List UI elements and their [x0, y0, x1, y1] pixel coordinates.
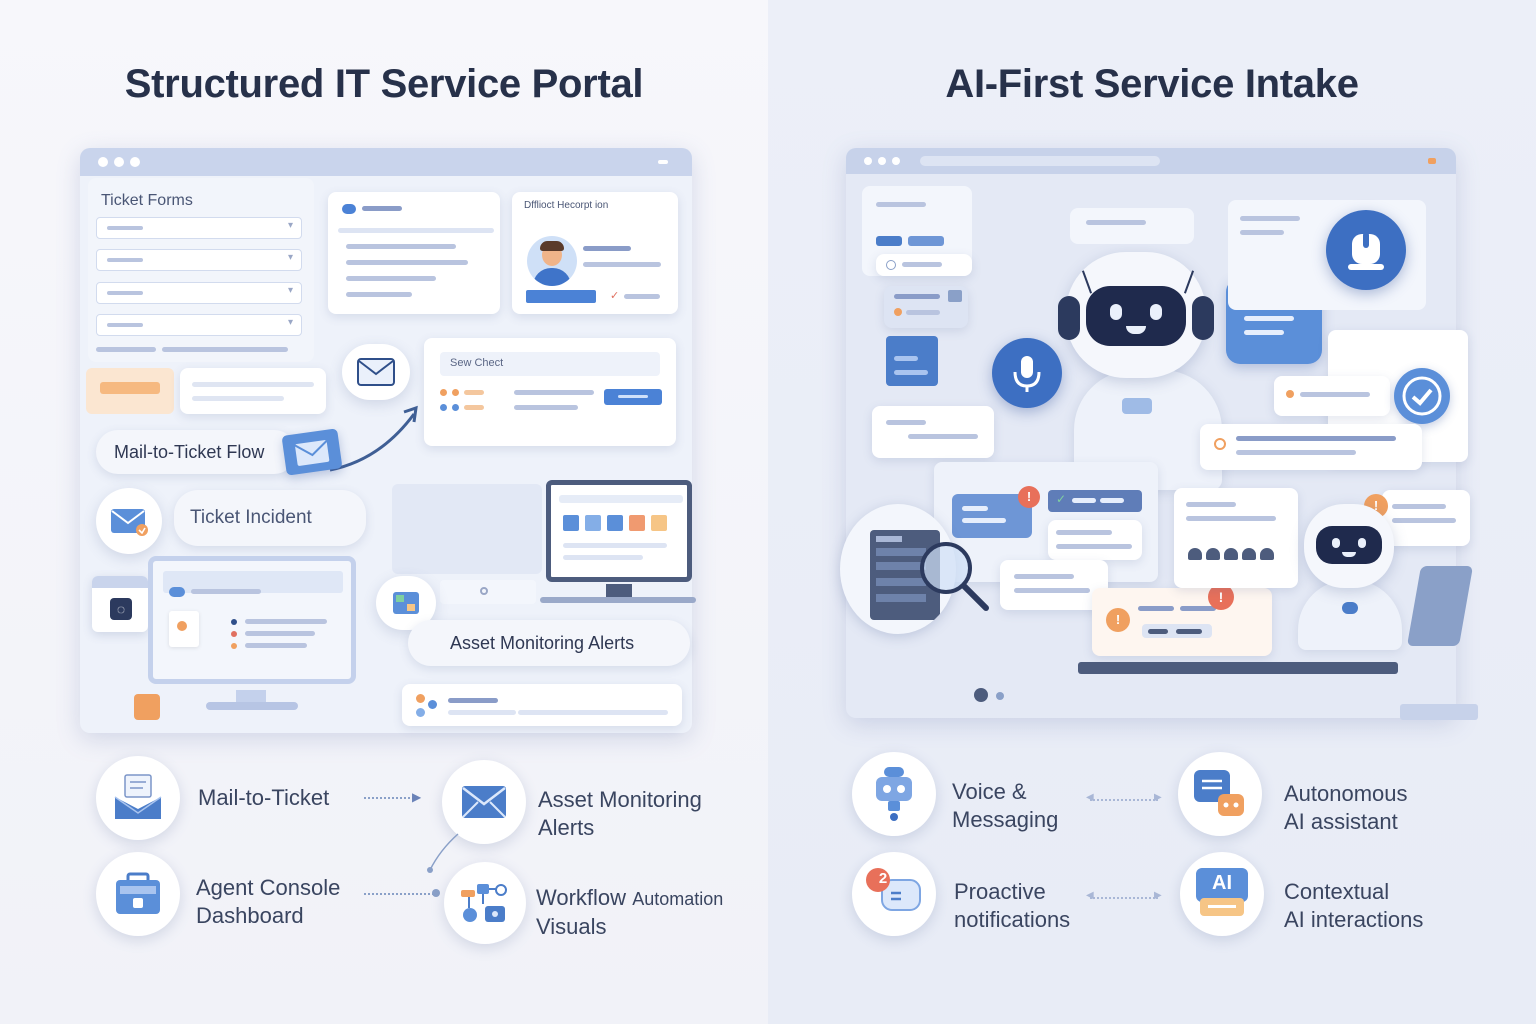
search-field[interactable] [180, 368, 326, 414]
form-select-4[interactable]: ▾ [96, 314, 302, 336]
feature-voice-messaging: Voice & Messaging [952, 779, 1059, 832]
left-title: Structured IT Service Portal [124, 62, 644, 106]
mail-to-ticket-flow-pill[interactable]: Mail-to-Ticket Flow [96, 430, 296, 474]
note-chip [86, 368, 174, 414]
orange-folder-icon [134, 694, 160, 720]
chevron-down-icon: ▾ [287, 252, 293, 263]
proactive-alert-card: ! [1092, 588, 1272, 656]
voice-robot-icon [876, 767, 912, 821]
briefcase-icon [116, 872, 160, 914]
feature-autonomous-ai-assistant: Autonomous AI assistant [1284, 781, 1408, 834]
alert-badge-1: ! [1018, 486, 1040, 508]
envelope-icon [462, 786, 506, 818]
right-title: AI-First Service Intake [945, 62, 1359, 106]
ticket-incident-pill[interactable]: Ticket Incident [174, 490, 366, 546]
alert-badge-3: ! [1208, 584, 1234, 610]
voice-messaging-feature-icon [852, 752, 936, 836]
feature-mail-to-ticket: Mail-to-Ticket [198, 785, 330, 810]
microphone-icon [1013, 356, 1041, 392]
proactive-notifications-feature-icon: 2 [852, 852, 936, 936]
asset-grid-icon [393, 592, 419, 614]
workflow-icon [461, 884, 507, 922]
asset-alerts-feature-icon [442, 760, 526, 844]
notification-count-badge: 2 [878, 870, 888, 887]
check-icon: ✓ [610, 290, 620, 302]
asset-monitoring-alerts-pill[interactable]: Asset Monitoring Alerts [408, 620, 690, 666]
asset-alerts-label: Asset Monitoring Alerts [450, 632, 635, 653]
arrow-right-icon: ▶ [412, 790, 422, 804]
chat-bubbles-icon [1194, 770, 1244, 816]
assistant-robot-body [1298, 580, 1402, 650]
feature-asset-monitoring-alerts: Asset Monitoring Alerts [538, 787, 702, 840]
mail-flow-label: Mail-to-Ticket Flow [114, 441, 265, 462]
send-button[interactable] [604, 389, 662, 405]
app-window-icon: ◌ [92, 576, 148, 632]
browser-title-bar [80, 148, 692, 176]
dotted-connector [364, 797, 414, 799]
mail-flow-envelope-icon [281, 428, 343, 476]
envelope-icon [111, 509, 148, 536]
magnifier-icon [920, 542, 989, 611]
check-circle-icon [1394, 368, 1450, 424]
ai-robot-head [1066, 252, 1206, 378]
assistant-robot-head [1304, 504, 1394, 588]
workflow-feature-icon [444, 862, 526, 944]
dotted-connector [1090, 799, 1158, 801]
agent-monitor [148, 556, 356, 684]
microphone-button[interactable] [992, 338, 1062, 408]
ticket-list-card [328, 192, 500, 314]
curved-connector [427, 833, 459, 873]
headset-icon [1058, 296, 1080, 340]
structured-portal-panel: Structured IT Service Portal Ticket Form… [0, 0, 768, 1024]
feature-contextual-ai-interactions: Contextual AI interactions [1284, 879, 1424, 932]
envelope-icon [357, 358, 395, 386]
envelope-bubble [342, 344, 410, 400]
agent-console-feature-icon [96, 852, 180, 936]
chevron-down-icon: ▾ [287, 220, 293, 231]
alert-badge-2: ! [1106, 608, 1130, 632]
inbox-tray-icon [114, 774, 162, 819]
ticket-incident-icon [96, 488, 162, 554]
status-strip [402, 684, 682, 726]
dotted-connector [364, 893, 434, 895]
feature-agent-console-dashboard: Agent Console Dashboard [196, 875, 341, 928]
ai-first-panel: AI-First Service Intake [768, 0, 1536, 1024]
feature-proactive-notifications: Proactive notifications [954, 879, 1071, 932]
profile-action-button[interactable] [526, 290, 596, 303]
dashboard-monitor [546, 480, 692, 582]
form-select-3[interactable]: ▾ [96, 282, 302, 304]
contextual-ai-feature-icon: AI [1180, 852, 1264, 936]
bell-icon [1348, 232, 1384, 270]
autonomous-assistant-feature-icon [1178, 752, 1262, 836]
notification-bell-button[interactable] [1326, 210, 1406, 290]
profile-card-label: Dfflioct Hecorpt ion [524, 200, 609, 211]
chat-card-label: Sew Chect [450, 357, 504, 369]
mail-to-ticket-feature-icon [96, 756, 180, 840]
flow-arrow [329, 405, 418, 472]
ai-chip-icon: AI [1196, 868, 1248, 920]
confirmation-card [1274, 376, 1390, 416]
chevron-down-icon: ▾ [287, 317, 293, 328]
dotted-connector [1090, 897, 1158, 899]
avatar [527, 236, 577, 286]
form-select-2[interactable]: ▾ [96, 249, 302, 271]
feature-workflow-automation-visuals: Workflow Automation Visuals [536, 885, 724, 939]
ticket-incident-label: Ticket Incident [190, 507, 312, 528]
form-select-1[interactable]: ▾ [96, 217, 302, 239]
ticket-forms-label: Ticket Forms [101, 192, 193, 209]
chevron-down-icon: ▾ [287, 285, 293, 296]
